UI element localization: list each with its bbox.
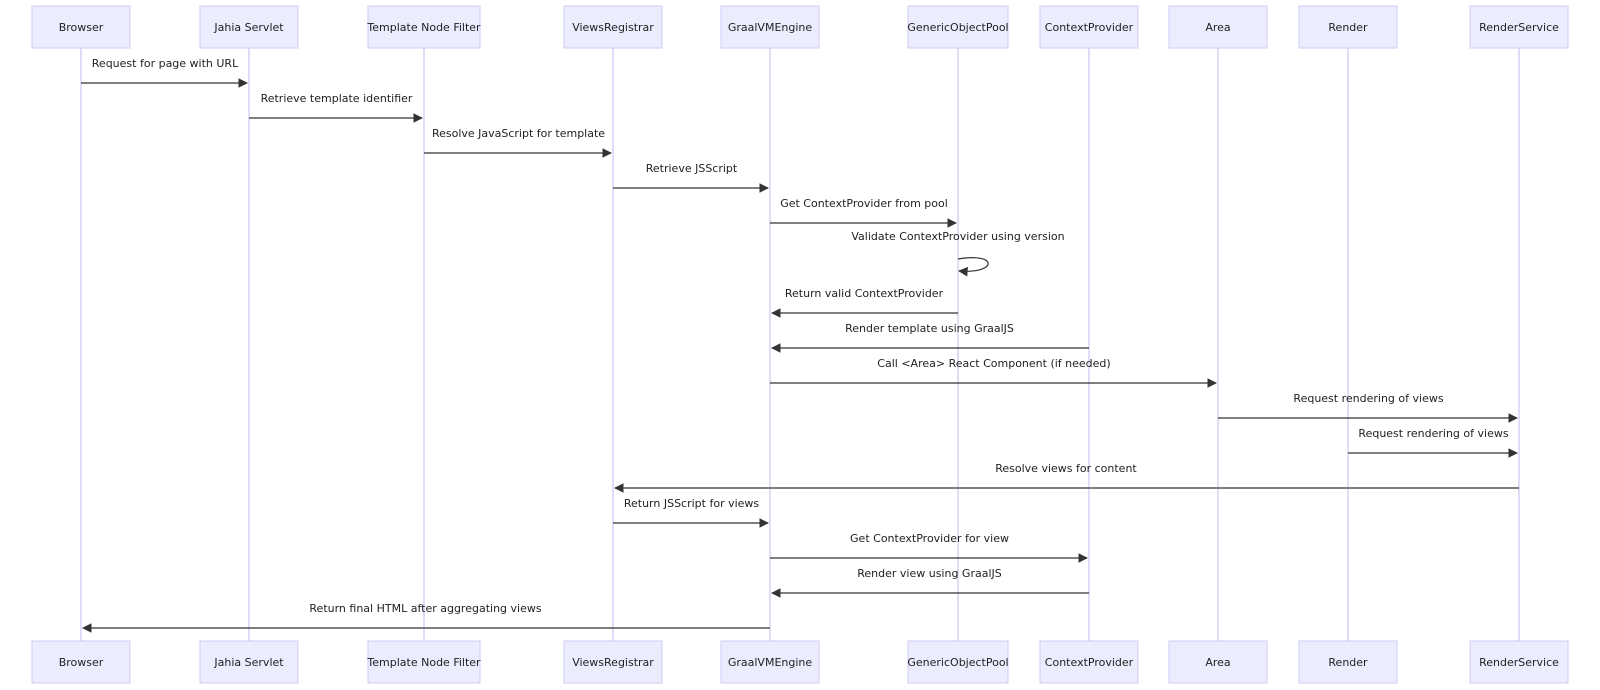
message-9: Call <Area> React Component (if needed) bbox=[770, 357, 1217, 388]
participant-label: ContextProvider bbox=[1045, 656, 1134, 669]
participant-label: Jahia Servlet bbox=[213, 656, 284, 669]
participant-box bbox=[1039, 640, 1139, 684]
participant-rsvc-bottom: RenderService bbox=[1469, 640, 1569, 684]
message-label: Render view using GraalJS bbox=[857, 567, 1002, 580]
message-label: Validate ContextProvider using version bbox=[851, 230, 1064, 243]
participant-box bbox=[563, 5, 663, 49]
self-message-arrow bbox=[957, 257, 989, 277]
message-11: Request rendering of views bbox=[1348, 427, 1518, 458]
message-label: Resolve JavaScript for template bbox=[432, 127, 605, 140]
participant-browser-bottom: Browser bbox=[31, 640, 131, 684]
participant-box bbox=[1168, 5, 1268, 49]
participant-label: Jahia Servlet bbox=[213, 21, 284, 34]
message-10: Request rendering of views bbox=[1218, 392, 1518, 423]
message-label: Return JSScript for views bbox=[624, 497, 760, 510]
participant-servlet-top: Jahia Servlet bbox=[199, 5, 299, 49]
participant-label: GraalVMEngine bbox=[728, 656, 813, 669]
message-label: Request for page with URL bbox=[92, 57, 239, 70]
message-5: Get ContextProvider from pool bbox=[770, 197, 957, 228]
participant-pool-top: GenericObjectPool bbox=[907, 5, 1009, 49]
message-6: Validate ContextProvider using version bbox=[851, 230, 1065, 277]
participant-box bbox=[199, 5, 299, 49]
message-16: Return final HTML after aggregating view… bbox=[82, 602, 770, 633]
message-label: Resolve views for content bbox=[995, 462, 1137, 475]
message-label: Return final HTML after aggregating view… bbox=[309, 602, 541, 615]
participant-box bbox=[31, 5, 131, 49]
participant-box bbox=[907, 5, 1009, 49]
participant-label: Area bbox=[1205, 21, 1230, 34]
participant-label: GraalVMEngine bbox=[728, 21, 813, 34]
message-12: Resolve views for content bbox=[614, 462, 1519, 493]
participant-filter-bottom: Template Node Filter bbox=[366, 640, 481, 684]
message-label: Call <Area> React Component (if needed) bbox=[877, 357, 1110, 370]
participant-box bbox=[720, 640, 820, 684]
participant-label: RenderService bbox=[1479, 656, 1559, 669]
participant-box bbox=[1168, 640, 1268, 684]
participant-box bbox=[367, 640, 481, 684]
message-label: Request rendering of views bbox=[1293, 392, 1443, 405]
message-label: Get ContextProvider from pool bbox=[780, 197, 948, 210]
participant-registrar-bottom: ViewsRegistrar bbox=[563, 640, 663, 684]
participant-label: Render bbox=[1328, 656, 1368, 669]
participant-box bbox=[1469, 640, 1569, 684]
message-14: Get ContextProvider for view bbox=[770, 532, 1088, 563]
participant-area-bottom: Area bbox=[1168, 640, 1268, 684]
participant-box bbox=[367, 5, 481, 49]
participant-label: ViewsRegistrar bbox=[572, 656, 654, 669]
participant-box bbox=[1039, 5, 1139, 49]
message-7: Return valid ContextProvider bbox=[771, 287, 958, 318]
participant-rsvc-top: RenderService bbox=[1469, 5, 1569, 49]
participant-label: Browser bbox=[59, 21, 104, 34]
participant-label: ContextProvider bbox=[1045, 21, 1134, 34]
participant-label: RenderService bbox=[1479, 21, 1559, 34]
participant-ctx-top: ContextProvider bbox=[1039, 5, 1139, 49]
participant-box bbox=[563, 640, 663, 684]
participant-graal-bottom: GraalVMEngine bbox=[720, 640, 820, 684]
participant-render-top: Render bbox=[1298, 5, 1398, 49]
participant-box bbox=[1298, 640, 1398, 684]
message-15: Render view using GraalJS bbox=[771, 567, 1089, 598]
message-label: Return valid ContextProvider bbox=[785, 287, 944, 300]
participant-pool-bottom: GenericObjectPool bbox=[907, 640, 1009, 684]
message-4: Retrieve JSScript bbox=[613, 162, 769, 193]
participant-ctx-bottom: ContextProvider bbox=[1039, 640, 1139, 684]
participant-registrar-top: ViewsRegistrar bbox=[563, 5, 663, 49]
participant-label: Template Node Filter bbox=[366, 656, 481, 669]
participant-browser-top: Browser bbox=[31, 5, 131, 49]
message-3: Resolve JavaScript for template bbox=[424, 127, 612, 158]
participant-filter-top: Template Node Filter bbox=[366, 5, 481, 49]
participant-box bbox=[907, 640, 1009, 684]
participant-area-top: Area bbox=[1168, 5, 1268, 49]
participant-label: Render bbox=[1328, 21, 1368, 34]
message-label: Request rendering of views bbox=[1358, 427, 1508, 440]
participant-render-bottom: Render bbox=[1298, 640, 1398, 684]
participant-label: Template Node Filter bbox=[366, 21, 481, 34]
participant-label: ViewsRegistrar bbox=[572, 21, 654, 34]
message-label: Retrieve template identifier bbox=[261, 92, 413, 105]
participant-box bbox=[199, 640, 299, 684]
message-13: Return JSScript for views bbox=[613, 497, 769, 528]
participant-graal-top: GraalVMEngine bbox=[720, 5, 820, 49]
participant-label: GenericObjectPool bbox=[907, 21, 1008, 34]
message-8: Render template using GraalJS bbox=[771, 322, 1089, 353]
participant-label: Area bbox=[1205, 656, 1230, 669]
message-2: Retrieve template identifier bbox=[249, 92, 423, 123]
participant-box bbox=[31, 640, 131, 684]
message-1: Request for page with URL bbox=[81, 57, 248, 88]
participant-servlet-bottom: Jahia Servlet bbox=[199, 640, 299, 684]
participant-label: Browser bbox=[59, 656, 104, 669]
participant-box bbox=[1298, 5, 1398, 49]
message-label: Render template using GraalJS bbox=[845, 322, 1014, 335]
participant-label: GenericObjectPool bbox=[907, 656, 1008, 669]
participant-box bbox=[1469, 5, 1569, 49]
message-label: Retrieve JSScript bbox=[646, 162, 738, 175]
message-label: Get ContextProvider for view bbox=[850, 532, 1009, 545]
participant-box bbox=[720, 5, 820, 49]
